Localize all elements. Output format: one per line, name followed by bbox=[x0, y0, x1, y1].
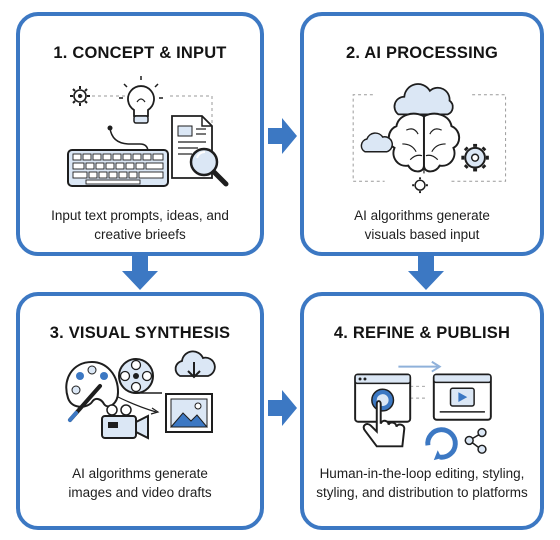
small-gear-icon bbox=[412, 177, 428, 194]
visual-synthesis-illustration bbox=[20, 346, 260, 464]
step-description: Human-in-the-loop editing, styling, styl… bbox=[312, 464, 532, 502]
step-card-refine-publish: 4. REFINE & PUBLISH bbox=[300, 292, 544, 530]
lightbulb-icon bbox=[119, 76, 163, 124]
share-icon bbox=[464, 427, 487, 454]
video-camera-icon bbox=[101, 404, 149, 440]
small-cloud-icon bbox=[360, 132, 393, 153]
cloud-download-icon bbox=[174, 350, 216, 379]
arrow-right-icon bbox=[268, 390, 297, 426]
step-card-ai-processing: 2. AI PROCESSING bbox=[300, 12, 544, 256]
step-title: 1. CONCEPT & INPUT bbox=[53, 44, 227, 62]
keyboard-icon bbox=[67, 149, 169, 187]
palette-icon bbox=[65, 360, 120, 422]
magnifier-icon bbox=[189, 147, 229, 187]
refine-publish-illustration bbox=[304, 346, 540, 464]
description-line: styling, and distribution to platforms bbox=[316, 485, 528, 500]
step-description: AI algorithms generate visuals based inp… bbox=[312, 206, 532, 244]
description-line: images and video drafts bbox=[68, 485, 212, 500]
description-line: Input text prompts, ideas, and bbox=[51, 208, 229, 223]
arrow-down-icon bbox=[408, 255, 444, 290]
step-title: 3. VISUAL SYNTHESIS bbox=[49, 324, 231, 342]
ai-processing-illustration bbox=[304, 74, 540, 204]
step-card-concept-input: 1. CONCEPT & INPUT bbox=[16, 12, 264, 256]
cloud-icon bbox=[393, 83, 454, 116]
arrow-down-icon bbox=[122, 255, 158, 290]
step-description: Input text prompts, ideas, and creative … bbox=[28, 206, 252, 244]
concept-input-illustration bbox=[20, 74, 260, 204]
description-line: Human-in-the-loop editing, styling, bbox=[319, 466, 525, 481]
description-line: visuals based input bbox=[364, 227, 480, 242]
gear-icon bbox=[461, 143, 489, 172]
description-line: AI algorithms generate bbox=[72, 466, 208, 481]
step-card-visual-synthesis: 3. VISUAL SYNTHESIS bbox=[16, 292, 264, 530]
description-line: creative brieefs bbox=[94, 227, 186, 242]
description-line: AI algorithms generate bbox=[354, 208, 490, 223]
browser-window-icon bbox=[354, 373, 412, 423]
refresh-icon bbox=[425, 427, 458, 461]
hand-pointer-icon bbox=[362, 400, 406, 448]
step-description: AI algorithms generate images and video … bbox=[28, 464, 252, 502]
video-player-icon bbox=[432, 373, 492, 421]
step-title: 2. AI PROCESSING bbox=[345, 44, 499, 62]
film-reel-icon bbox=[118, 358, 162, 394]
brain-icon bbox=[387, 112, 461, 174]
image-icon bbox=[165, 393, 213, 433]
step-title: 4. REFINE & PUBLISH bbox=[333, 324, 511, 342]
arrow-right-icon bbox=[268, 118, 297, 154]
gear-icon bbox=[70, 86, 90, 106]
